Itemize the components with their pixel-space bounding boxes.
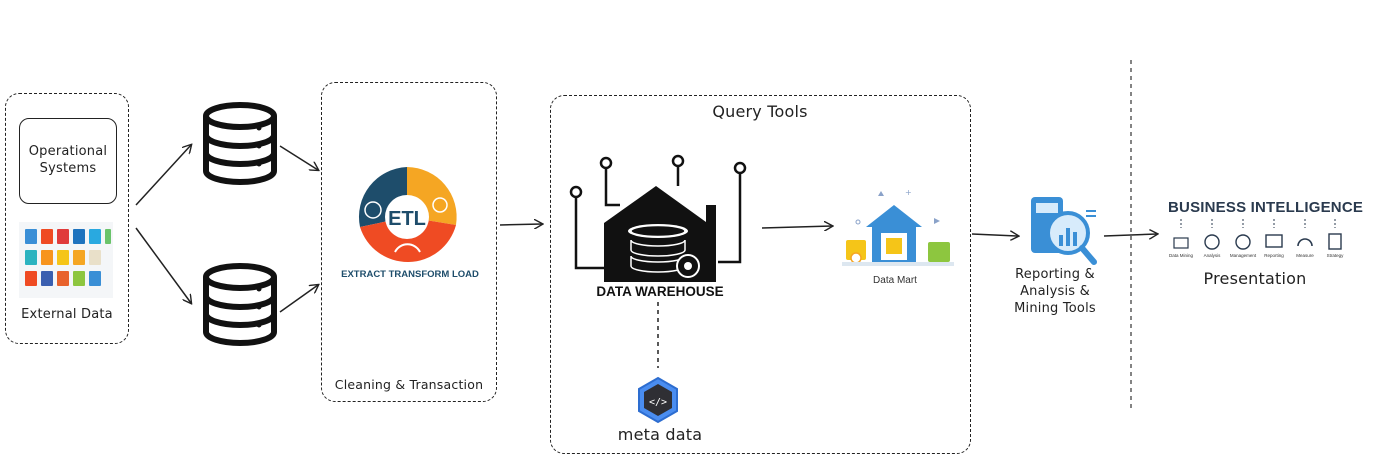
database-icon	[203, 102, 277, 185]
bi-item-management: Management	[1229, 253, 1257, 258]
external-data-icons	[19, 222, 113, 298]
data-mart-icon: +	[842, 188, 954, 266]
meta-data-label: meta data	[617, 425, 703, 444]
bi-icons	[1173, 219, 1342, 250]
etl-box-label: Cleaning & Transaction	[334, 377, 484, 392]
data-warehouse-icon	[569, 154, 747, 282]
etl-caption: EXTRACT TRANSFORM LOAD	[341, 269, 479, 280]
operational-systems-box	[19, 118, 117, 204]
bi-item-reporting: Reporting	[1264, 253, 1284, 258]
warehouse-box	[550, 95, 971, 454]
data-warehouse-label: DATA WAREHOUSE	[596, 284, 724, 299]
external-data-label: External Data	[21, 307, 113, 322]
code-icon: </>	[638, 376, 678, 424]
query-tools-label: Query Tools	[712, 102, 808, 121]
data-mart-label: Data Mart	[873, 275, 917, 286]
source-systems-box	[5, 93, 129, 344]
flow-arrows	[135, 145, 1157, 313]
etl-box	[321, 82, 497, 402]
etl-cycle-icon: ETL	[358, 167, 457, 263]
bi-item-measure: Measure	[1296, 253, 1314, 258]
svg-text:ETL: ETL	[388, 208, 426, 230]
reporting-tools-label: Reporting & Analysis & Mining Tools	[1014, 267, 1096, 316]
operational-systems-label: Operational Systems	[28, 144, 108, 176]
database-icon	[203, 263, 277, 346]
svg-text:+: +	[905, 188, 912, 197]
bi-title: BUSINESS INTELLIGENCE	[1168, 199, 1364, 216]
bi-item-strategy: Strategy	[1326, 253, 1344, 258]
svg-text:</>: </>	[649, 397, 667, 408]
bi-item-analysis: Analysis	[1203, 253, 1221, 258]
presentation-label: Presentation	[1203, 269, 1307, 288]
bi-item-data-mining: Data Mining	[1168, 253, 1193, 258]
analysis-magnifier-icon	[1031, 197, 1097, 265]
